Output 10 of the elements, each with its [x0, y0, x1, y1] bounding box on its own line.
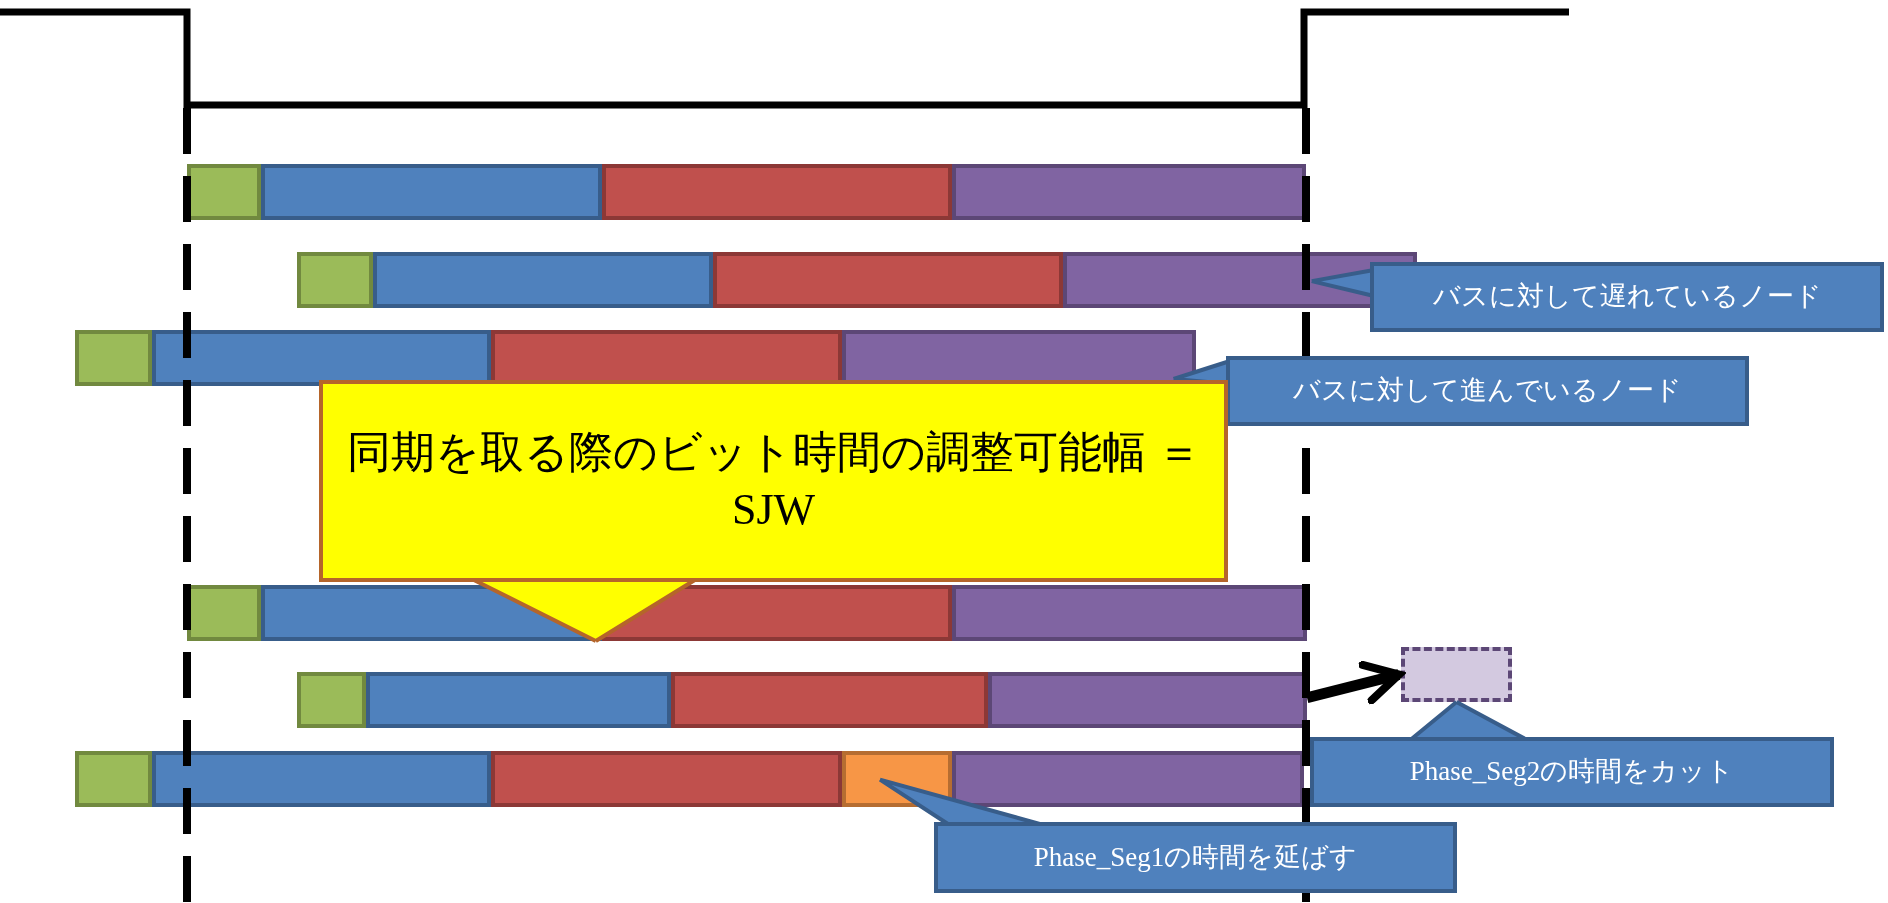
dashed-segment-box: [1401, 647, 1512, 702]
bit-timing-bar-drawing: [297, 672, 1307, 728]
bit-timing-bar-drawing: [297, 252, 1417, 308]
bit-timing-bar-drawing: [75, 751, 1304, 807]
callout: バスに対して遅れているノード: [1370, 262, 1884, 332]
bit-timing-bar-drawing: [75, 330, 1196, 386]
bit-timing-bar-drawing: [187, 164, 1306, 220]
bit-timing-bar-drawing: [187, 585, 1307, 641]
callout: バスに対して進んでいるノード: [1226, 356, 1749, 426]
arrow: [1305, 660, 1404, 705]
